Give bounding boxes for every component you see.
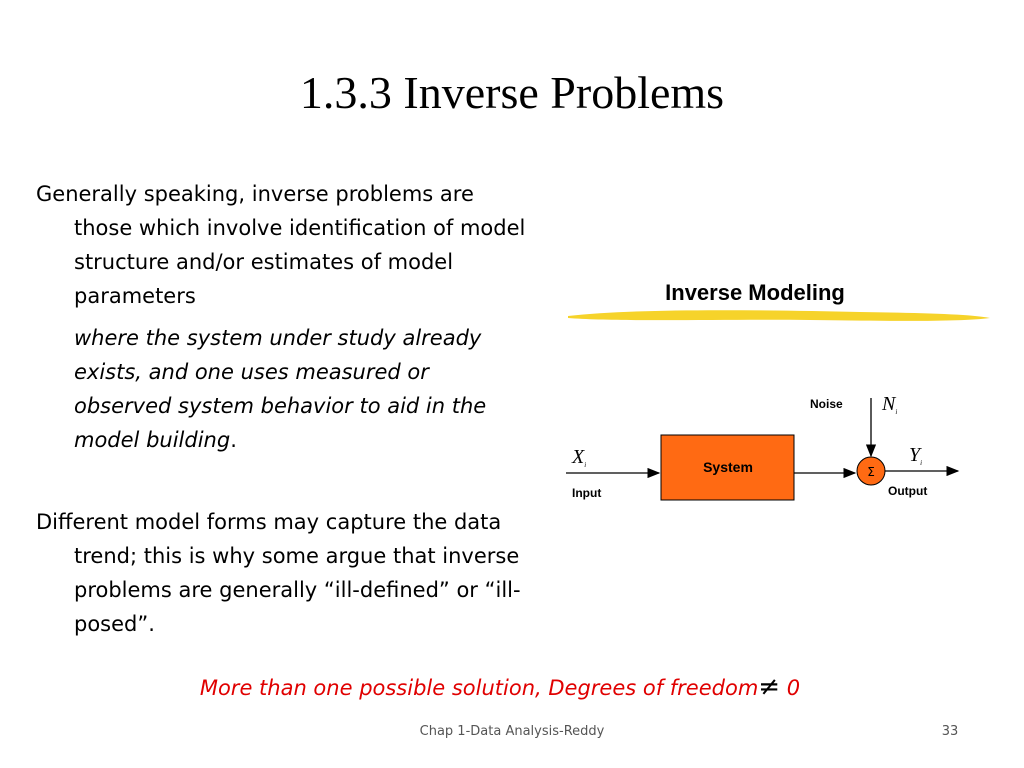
paragraph-text: Generally speaking, inverse problems are… [36, 182, 526, 308]
paragraph-inverse-definition: Generally speaking, inverse problems are… [36, 177, 526, 313]
note-text: More than one possible solution, Degrees… [199, 676, 759, 700]
diagram-heading: Inverse Modeling [665, 280, 845, 305]
note-space [780, 676, 787, 700]
footer-text: Chap 1-Data Analysis-Reddy [419, 724, 605, 739]
input-symbol: Xi [571, 446, 586, 469]
subtext-period: . [230, 428, 237, 452]
subtext-italic: where the system under study already exi… [74, 326, 487, 452]
sum-symbol: Σ [867, 465, 875, 479]
slide-title: 1.3.3 Inverse Problems [299, 67, 725, 118]
noise-symbol: Ni [881, 393, 897, 416]
paragraph-text: Different model forms may capture the da… [36, 510, 521, 636]
output-label: Output [888, 484, 927, 498]
page-number: 33 [941, 724, 959, 739]
system-label: System [703, 459, 753, 475]
system-box [660, 434, 795, 501]
paragraph-inverse-explanation: where the system under study already exi… [36, 321, 526, 457]
input-label: Input [572, 486, 601, 500]
output-symbol: Yi [909, 444, 922, 467]
inverse-modeling-diagram: Inverse Modeling Noise Ni Xi Input Syste… [566, 280, 990, 501]
degrees-of-freedom-note: More than one possible solution, Degrees… [0, 672, 1000, 702]
note-value: 0 [786, 676, 801, 700]
paragraph-subtext: where the system under study already exi… [74, 321, 526, 457]
noise-label: Noise [810, 397, 843, 411]
heading-highlight [568, 310, 990, 321]
not-equal-symbol: ≠ [758, 672, 781, 702]
paragraph-model-forms: Different model forms may capture the da… [36, 505, 526, 641]
